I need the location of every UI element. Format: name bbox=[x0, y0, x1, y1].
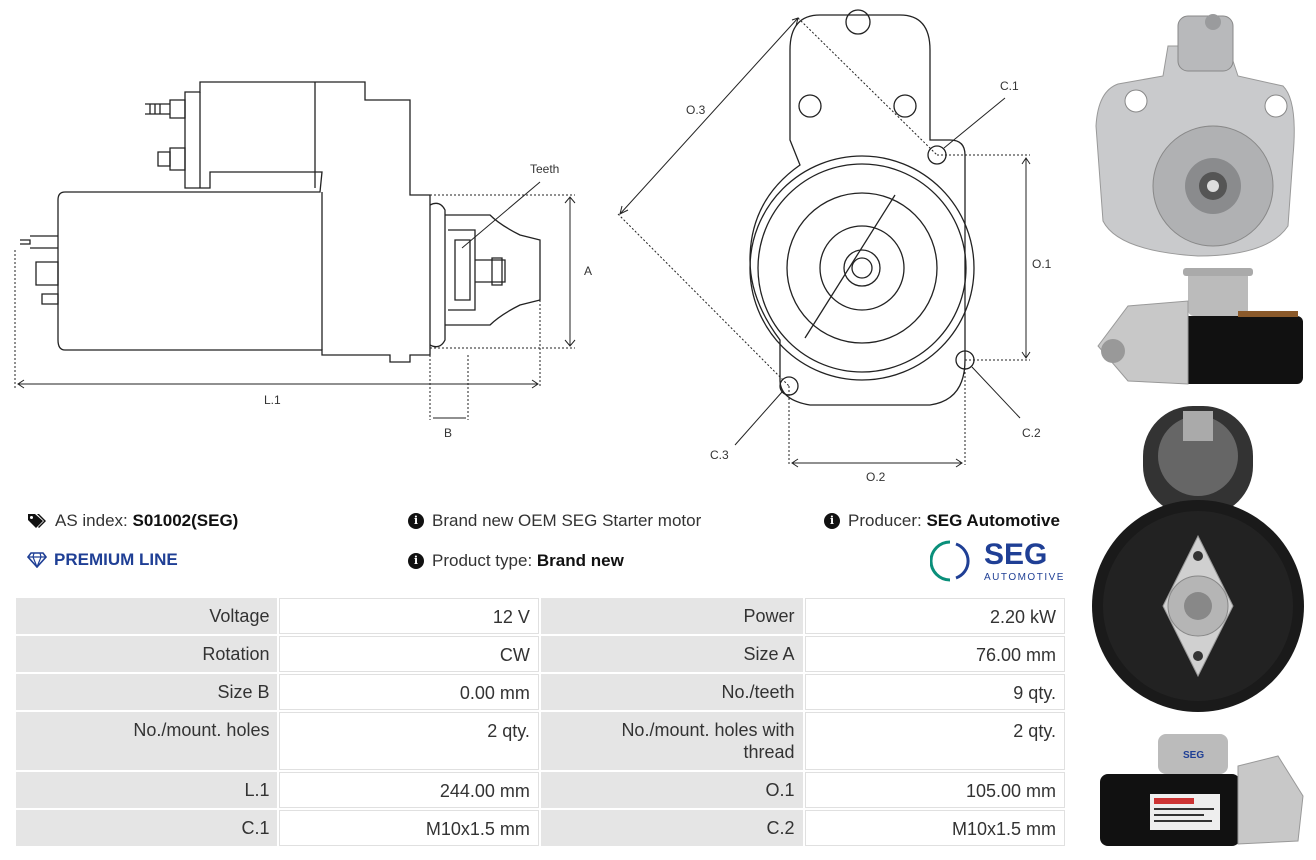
spec-label: Voltage bbox=[16, 598, 278, 634]
producer-line: i Producer: SEG Automotive bbox=[824, 511, 1060, 531]
label-teeth: Teeth bbox=[530, 162, 559, 176]
spec-value: M10x1.5 mm bbox=[279, 810, 539, 846]
spec-label: L.1 bbox=[16, 772, 278, 808]
spec-label: Size A bbox=[540, 636, 803, 672]
spec-value: 0.00 mm bbox=[279, 674, 539, 710]
spec-label: O.1 bbox=[540, 772, 803, 808]
label-a: A bbox=[584, 264, 592, 278]
svg-text:AUTOMOTIVE: AUTOMOTIVE bbox=[984, 572, 1065, 583]
product-type-line: i Product type: Brand new bbox=[408, 551, 624, 571]
spec-value: 76.00 mm bbox=[804, 636, 1065, 672]
technical-drawing: Teeth A B L.1 O.1 O.2 O.3 C.1 C.2 C.3 bbox=[14, 9, 1052, 484]
label-c2: C.2 bbox=[1022, 426, 1041, 440]
label-l1: L.1 bbox=[264, 393, 281, 407]
label-c1: C.1 bbox=[1000, 79, 1019, 93]
product-photo-side[interactable] bbox=[1088, 266, 1310, 390]
premium-line-badge: PREMIUM LINE bbox=[27, 550, 178, 570]
spec-value: M10x1.5 mm bbox=[804, 810, 1065, 846]
product-photo-rear[interactable] bbox=[1088, 396, 1310, 716]
info-icon: i bbox=[408, 553, 424, 569]
table-row: Size B 0.00 mm No./teeth 9 qty. bbox=[16, 674, 1065, 710]
seg-automotive-logo: SEG AUTOMOTIVE bbox=[930, 538, 1065, 583]
photo-label-text: SEG bbox=[1183, 750, 1204, 761]
info-icon: i bbox=[408, 513, 424, 529]
description-line: i Brand new OEM SEG Starter motor bbox=[408, 511, 701, 531]
spec-label: Size B bbox=[16, 674, 278, 710]
spec-value: 9 qty. bbox=[804, 674, 1065, 710]
table-row: L.1 244.00 mm O.1 105.00 mm bbox=[16, 772, 1065, 808]
spec-label: Power bbox=[540, 598, 803, 634]
spec-value: 2 qty. bbox=[804, 712, 1065, 770]
spec-label: No./teeth bbox=[540, 674, 803, 710]
label-o1: O.1 bbox=[1032, 257, 1052, 271]
spec-value: 105.00 mm bbox=[804, 772, 1065, 808]
spec-value: CW bbox=[279, 636, 539, 672]
table-row: Rotation CW Size A 76.00 mm bbox=[16, 636, 1065, 672]
label-b: B bbox=[444, 426, 452, 440]
producer-value: SEG Automotive bbox=[926, 511, 1060, 530]
info-icon: i bbox=[824, 513, 840, 529]
premium-line-label: PREMIUM LINE bbox=[54, 550, 178, 569]
producer-label: Producer: bbox=[848, 511, 922, 530]
tags-icon bbox=[28, 514, 46, 528]
spec-value: 2 qty. bbox=[279, 712, 539, 770]
as-index-label: AS index: bbox=[55, 511, 128, 530]
table-row: Voltage 12 V Power 2.20 kW bbox=[16, 598, 1065, 634]
label-o3: O.3 bbox=[686, 103, 706, 117]
label-c3: C.3 bbox=[710, 448, 729, 462]
spec-label: Rotation bbox=[16, 636, 278, 672]
diamond-icon bbox=[27, 552, 47, 568]
product-type-value: Brand new bbox=[536, 551, 624, 570]
description-text: Brand new OEM SEG Starter motor bbox=[432, 511, 702, 530]
spec-label: C.2 bbox=[540, 810, 803, 846]
specs-table: Voltage 12 V Power 2.20 kW Rotation CW S… bbox=[14, 596, 1067, 848]
product-type-label: Product type: bbox=[432, 551, 533, 570]
spec-label: C.1 bbox=[16, 810, 278, 846]
table-row: No./mount. holes 2 qty. No./mount. holes… bbox=[16, 712, 1065, 770]
spec-label: No./mount. holes bbox=[16, 712, 278, 770]
product-photo-label-side[interactable]: SEG bbox=[1088, 726, 1310, 854]
product-photo-front[interactable] bbox=[1088, 6, 1310, 262]
as-index: AS index: S01002(SEG) bbox=[27, 511, 238, 531]
spec-label: No./mount. holes with thread bbox=[540, 712, 803, 770]
spec-value: 12 V bbox=[279, 598, 539, 634]
as-index-value: S01002(SEG) bbox=[132, 511, 239, 530]
label-o2: O.2 bbox=[866, 470, 886, 484]
spec-value: 244.00 mm bbox=[279, 772, 539, 808]
table-row: C.1 M10x1.5 mm C.2 M10x1.5 mm bbox=[16, 810, 1065, 846]
spec-value: 2.20 kW bbox=[804, 598, 1065, 634]
svg-text:SEG: SEG bbox=[984, 538, 1047, 571]
